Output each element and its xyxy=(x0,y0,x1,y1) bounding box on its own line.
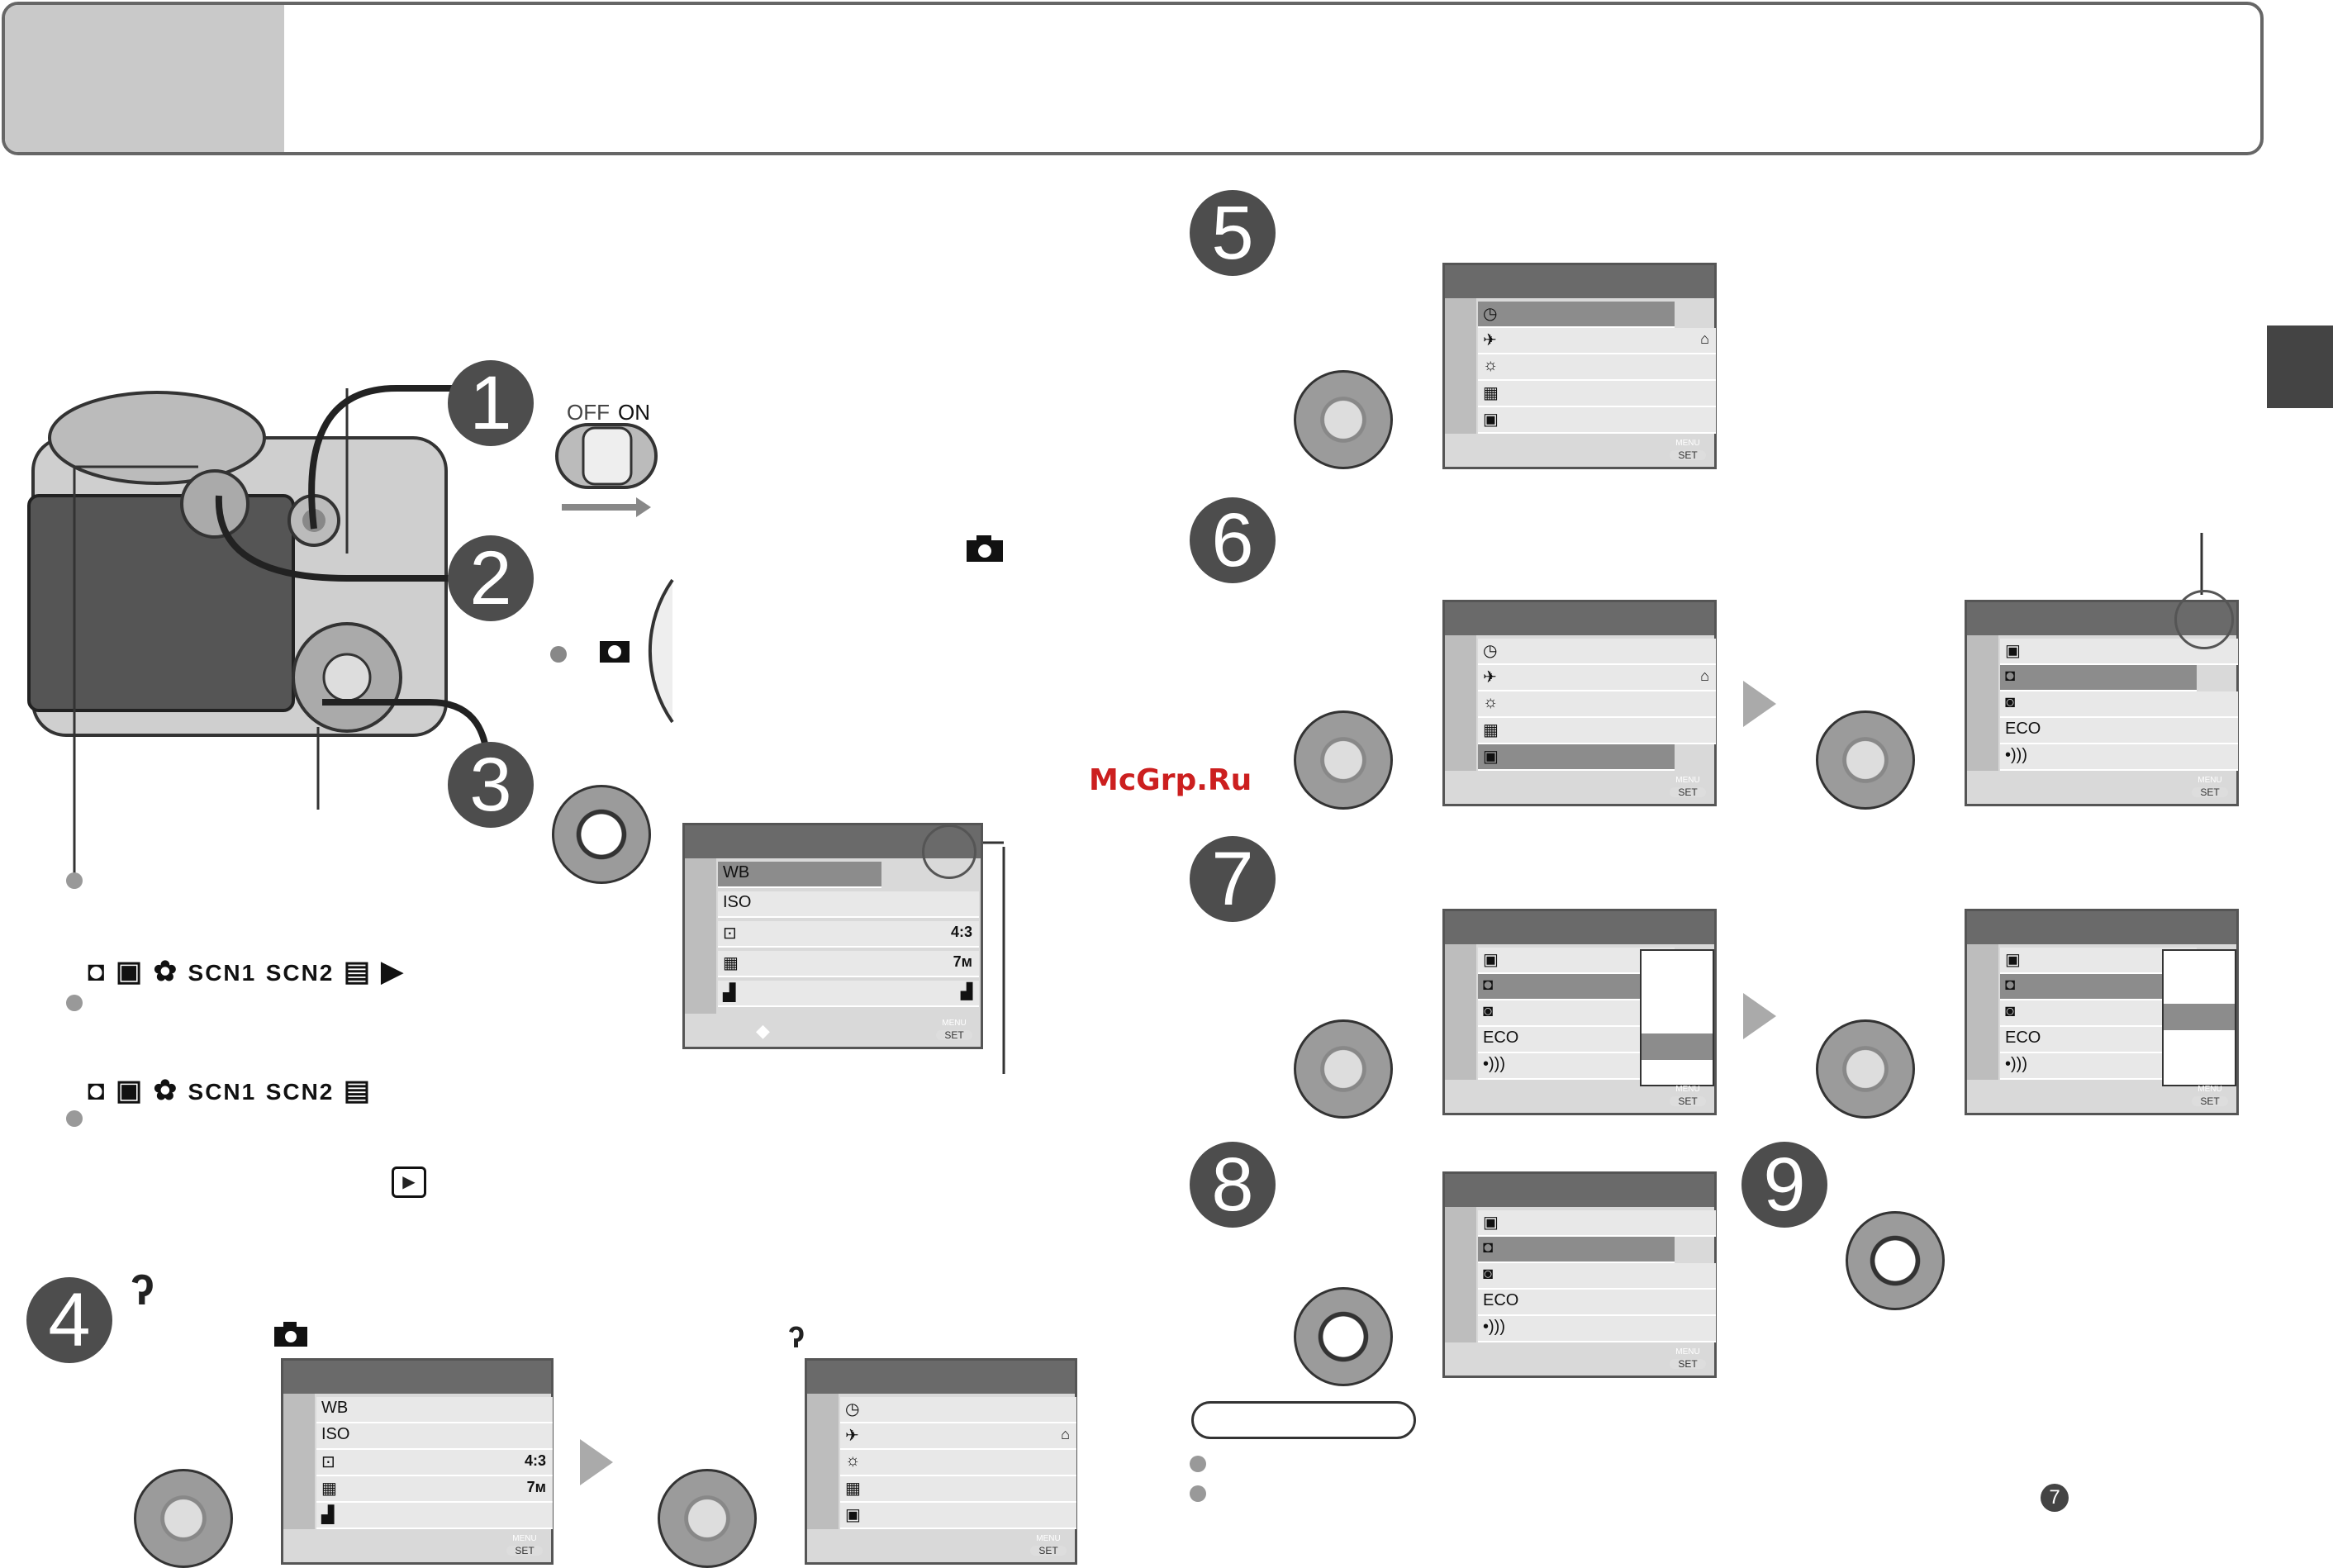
page-header xyxy=(2,2,2264,155)
scn1-label: SCN1 xyxy=(188,960,257,986)
wrench-icon: ʔ xyxy=(788,1320,805,1354)
bullet-2 xyxy=(66,995,83,1011)
control-pad[interactable] xyxy=(658,1469,757,1568)
bullet-1 xyxy=(66,872,83,889)
step-number-2: 2 xyxy=(448,535,534,621)
switch-on-label: ON xyxy=(618,400,650,425)
control-pad[interactable] xyxy=(1294,710,1393,810)
arrow-right-icon xyxy=(580,1439,613,1485)
step-number-5: 5 xyxy=(1190,190,1276,276)
scn2-label: SCN2 xyxy=(265,960,335,986)
step-number-1: 1 xyxy=(448,360,534,446)
bullet-3 xyxy=(66,1110,83,1127)
scn2-label: SCN2 xyxy=(265,1079,335,1105)
control-pad[interactable] xyxy=(1294,1019,1393,1119)
mode-icon-row-2: ◘ ▣ ✿ SCN1 SCN2 ▤ xyxy=(88,1074,372,1107)
intelligent-auto-icon: ▣ xyxy=(116,1075,145,1106)
highlight-circle xyxy=(2174,590,2234,649)
camera-illustration xyxy=(27,388,448,737)
camera-icon xyxy=(274,1322,307,1347)
flower-icon: ✿ xyxy=(153,1075,179,1106)
arrow-right-icon xyxy=(1743,993,1776,1039)
mode-dial-icon[interactable] xyxy=(549,577,681,725)
camera-icon xyxy=(967,535,1003,562)
mode-icon-row-1: ◘ ▣ ✿ SCN1 SCN2 ▤ ▶ xyxy=(88,955,405,988)
note-bullet-1 xyxy=(1190,1456,1206,1472)
power-switch-icon[interactable] xyxy=(554,421,661,520)
play-icon: ▶ xyxy=(381,956,405,987)
note-bullet-2 xyxy=(1190,1485,1206,1502)
step-ref-badge: 7 xyxy=(2041,1484,2069,1512)
control-pad[interactable] xyxy=(1816,710,1915,810)
film-icon: ▤ xyxy=(343,956,372,987)
highlight-circle xyxy=(922,824,976,879)
step-number-7: 7 xyxy=(1190,836,1276,922)
camera-icon: ◘ xyxy=(88,956,107,987)
arrow-right-icon xyxy=(1743,681,1776,727)
step-number-9: 9 xyxy=(1741,1142,1827,1228)
control-pad[interactable] xyxy=(1294,1287,1393,1386)
film-icon: ▤ xyxy=(343,1075,372,1106)
header-tab xyxy=(5,5,284,152)
control-pad[interactable] xyxy=(1816,1019,1915,1119)
control-pad[interactable] xyxy=(1846,1211,1945,1310)
control-pad[interactable] xyxy=(1294,370,1393,469)
control-pad[interactable] xyxy=(552,785,651,884)
dial-pointer-dot xyxy=(550,646,567,663)
step-number-8: 8 xyxy=(1190,1142,1276,1228)
flower-icon: ✿ xyxy=(153,956,179,987)
watermark: McGrp.Ru xyxy=(1089,763,1252,797)
note-bubble xyxy=(1191,1401,1416,1439)
intelligent-auto-icon: ▣ xyxy=(116,956,145,987)
step-number-4: 4 xyxy=(26,1277,112,1363)
switch-off-label: OFF xyxy=(567,400,610,425)
scn1-label: SCN1 xyxy=(188,1079,257,1105)
side-tab xyxy=(2267,325,2333,408)
play-icon: ▶ xyxy=(392,1166,426,1198)
step-number-3: 3 xyxy=(448,742,534,828)
control-pad[interactable] xyxy=(134,1469,233,1568)
wrench-icon: ʔ xyxy=(131,1266,154,1314)
step-number-6: 6 xyxy=(1190,497,1276,583)
camera-icon: ◘ xyxy=(88,1075,107,1106)
